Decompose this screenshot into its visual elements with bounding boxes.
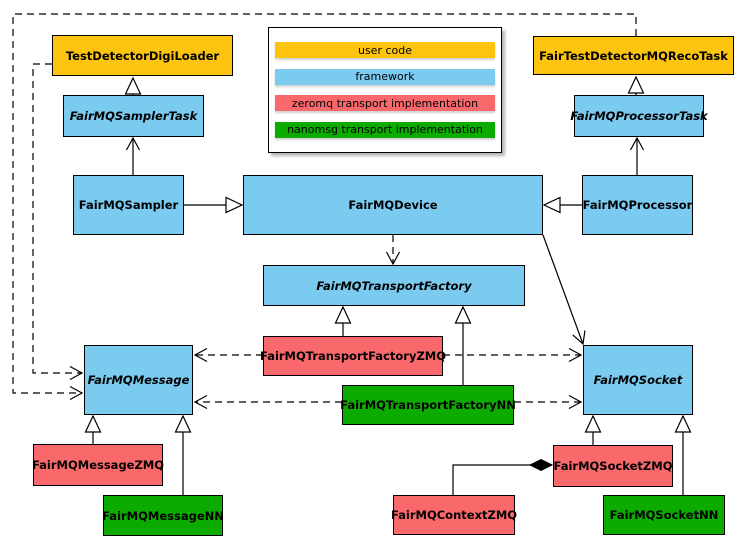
edge-contextzmq-socketzmq <box>452 458 554 495</box>
legend: user code framework zeromq transport imp… <box>268 27 502 153</box>
node-testdetectordigiloader: TestDetectorDigiLoader <box>52 35 233 76</box>
edge-recotask-message <box>12 13 637 401</box>
node-fairmqsampler: FairMQSampler <box>73 175 184 235</box>
node-fairmqprocessortask: FairMQProcessorTask <box>570 95 708 137</box>
node-fairmqsocketzmq: FairMQSocketZMQ <box>553 445 673 487</box>
node-fairmqsamplertask: FairMQSamplerTask <box>63 95 204 137</box>
node-fairmqtransportfactorynn: FairMQTransportFactoryNN <box>340 385 516 425</box>
legend-item-framework: framework <box>275 68 495 85</box>
legend-item-user-code: user code <box>275 42 495 59</box>
node-fairmqtransportfactory: FairMQTransportFactory <box>263 265 525 306</box>
edge-device-socket <box>542 234 586 346</box>
legend-item-zeromq: zeromq transport implementation <box>275 95 495 112</box>
node-fairmqsocket: FairMQSocket <box>583 345 693 415</box>
node-fairmqprocessor: FairMQProcessor <box>582 175 693 235</box>
node-fairmqmessagezmq: FairMQMessageZMQ <box>32 444 164 486</box>
node-fairmqmessage: FairMQMessage <box>84 345 193 415</box>
node-fairmqdevice: FairMQDevice <box>243 175 543 235</box>
node-fairtestdetectormqrecotask: FairTestDetectorMQRecoTask <box>533 36 734 75</box>
node-fairmqcontextzmq: FairMQContextZMQ <box>391 495 517 535</box>
legend-item-nanomsg: nanomsg transport implementation <box>275 121 495 138</box>
edge-digiloader-message <box>32 63 84 381</box>
node-fairmqtransportfactoryzmq: FairMQTransportFactoryZMQ <box>260 336 446 376</box>
node-fairmqsocketnn: FairMQSocketNN <box>603 495 725 535</box>
node-fairmqmessagenn: FairMQMessageNN <box>102 495 224 536</box>
